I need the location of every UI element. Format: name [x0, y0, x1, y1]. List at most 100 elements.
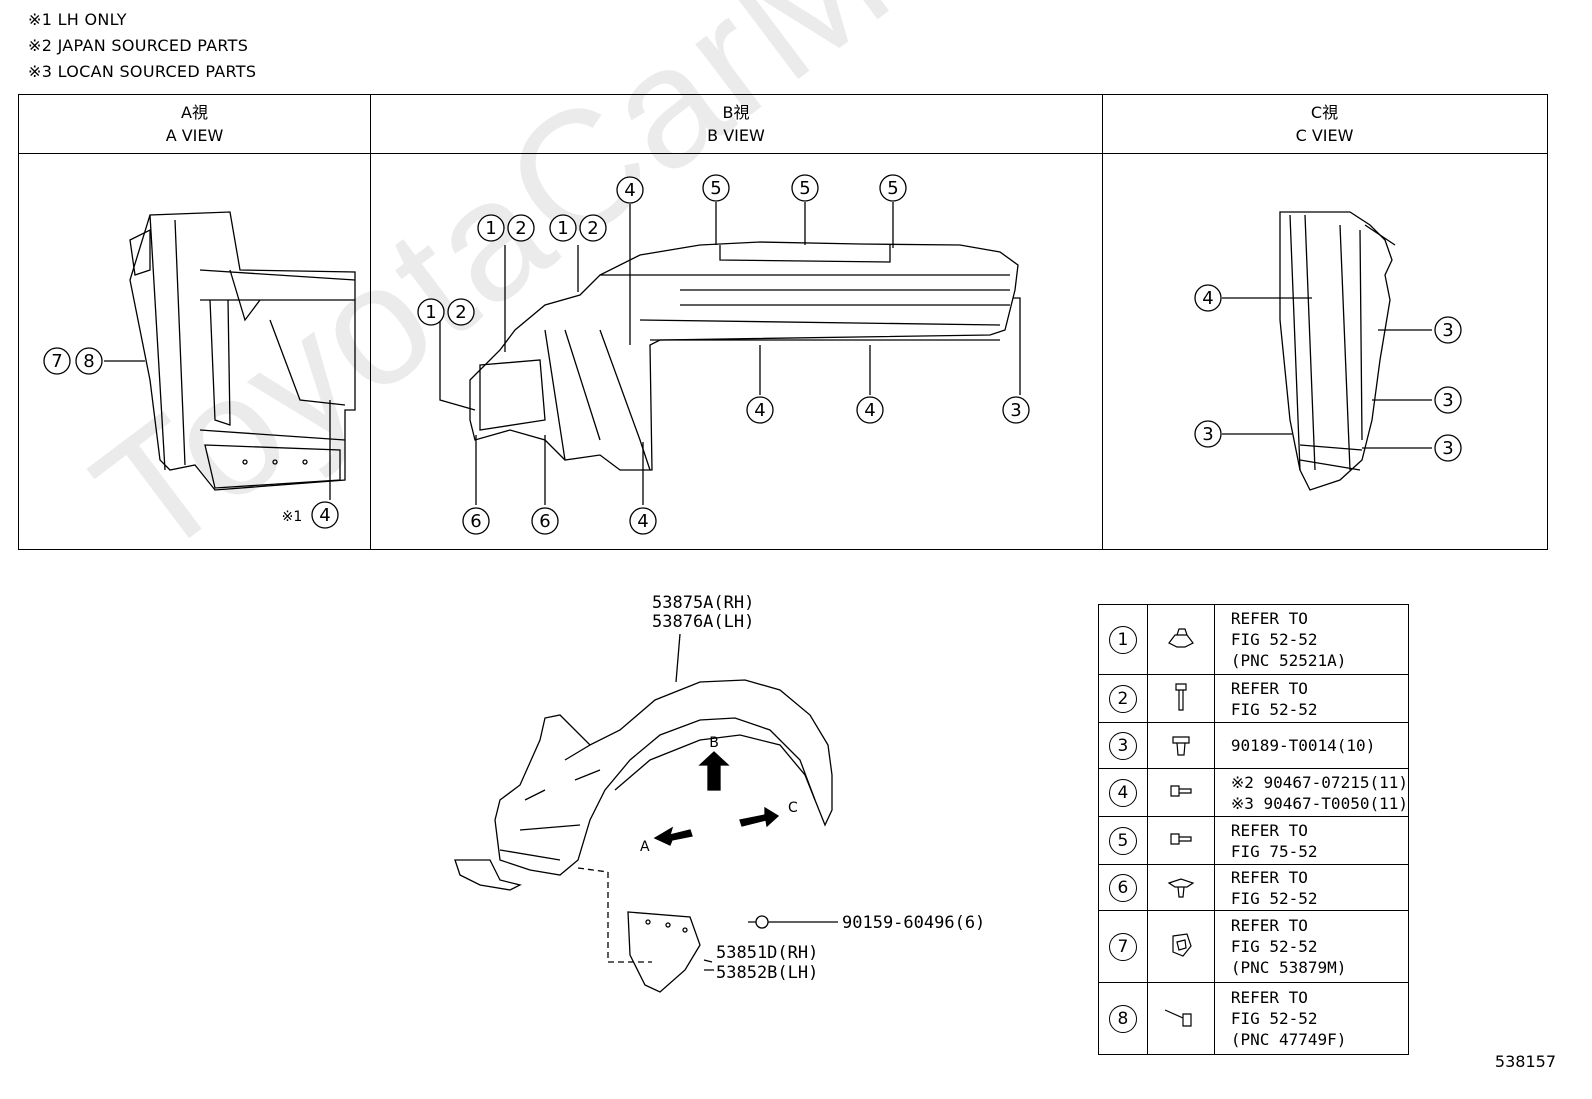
screw-part	[748, 915, 838, 929]
legend-row: 3 90189-T0014(10)	[1098, 722, 1410, 769]
legend-num: 8	[1108, 1004, 1137, 1033]
legend-line: FIG 52-52	[1230, 630, 1318, 649]
note-japan-sourced: ※2 JAPAN SOURCED PARTS	[28, 36, 249, 55]
callout-5-c: 5	[879, 174, 907, 202]
callout-3-view-c-r2: 3	[1434, 386, 1462, 414]
svg-text:4: 4	[1202, 288, 1213, 309]
part-liner-rh: 53875A(RH)	[652, 593, 754, 613]
callouts: 7 8 ※1 4 4 5 5 5 1 2 1 2 1 2 6 6 4 4 4 3…	[43, 174, 1462, 535]
svg-text:4: 4	[754, 400, 765, 421]
view-b-part	[469, 241, 1019, 471]
svg-text:1: 1	[425, 302, 436, 323]
push-clip-icon	[1172, 735, 1190, 756]
svg-text:3: 3	[1442, 438, 1453, 459]
legend-line: (PNC 52521A)	[1230, 651, 1347, 670]
svg-text:4: 4	[637, 511, 648, 532]
arrow-a-label: A	[640, 839, 650, 855]
legend-line: REFER TO	[1230, 820, 1308, 840]
part-flap-rh: 53851D(RH)	[716, 943, 818, 963]
callout-6-b: 6	[531, 507, 559, 535]
legend-line: FIG 52-52	[1230, 699, 1318, 719]
legend-line: ※3 90467-T0050(11)	[1230, 793, 1408, 813]
legend-num: 5	[1108, 826, 1137, 855]
legend-num: 2	[1108, 684, 1137, 713]
svg-text:2: 2	[455, 302, 466, 323]
legend-row: 1 REFER TO FIG 52-52 (PNC 52521A)	[1098, 604, 1410, 675]
callout-1-b: 1	[549, 214, 577, 242]
legend-row: 4 ※2 90467-07215(11)※3 90467-T0050(11)	[1098, 768, 1410, 817]
svg-text:4: 4	[864, 400, 875, 421]
legend-line: 90189-T0014(10)	[1230, 736, 1376, 755]
svg-text:4: 4	[319, 505, 330, 526]
callout-8: 8	[75, 347, 103, 375]
fender-liner-part	[454, 679, 833, 891]
svg-text:4: 4	[624, 180, 635, 201]
part-flap-lh: 53852B(LH)	[716, 963, 818, 983]
callout-1-a: 1	[477, 214, 505, 242]
legend-line: FIG 75-52	[1230, 841, 1318, 861]
legend-num: 6	[1108, 873, 1137, 902]
view-divider-1	[370, 95, 371, 549]
svg-text:5: 5	[887, 178, 898, 199]
mud-flap-part	[577, 867, 701, 993]
callout-2-b: 2	[579, 214, 607, 242]
view-c-jp: C視	[1310, 103, 1339, 122]
legend-line: FIG 52-52	[1230, 888, 1318, 908]
callout-7: 7	[43, 347, 71, 375]
legend-row: 8 REFER TO FIG 52-52 (PNC 47749F)	[1098, 982, 1410, 1055]
callout-3-b: 3	[1002, 396, 1030, 424]
svg-text:8: 8	[83, 351, 94, 372]
callout-4-view-a: 4	[311, 501, 339, 529]
header-divider	[19, 153, 1547, 154]
view-c-part	[1279, 211, 1396, 491]
svg-text:3: 3	[1010, 400, 1021, 421]
svg-text:6: 6	[470, 511, 481, 532]
svg-text:3: 3	[1442, 320, 1453, 341]
callout-4-e: 4	[856, 396, 884, 424]
legend-line: REFER TO	[1230, 867, 1308, 887]
arrow-c-label: C	[788, 800, 798, 816]
callout-4-c: 4	[629, 507, 657, 535]
legend-line: (PNC 47749F)	[1230, 1030, 1347, 1049]
part-liner-lh: 53876A(LH)	[652, 612, 754, 632]
push-clip-icon	[1167, 877, 1195, 898]
legend-num: 1	[1108, 625, 1137, 654]
note-mark-1: ※1	[282, 509, 303, 525]
view-a-header: A視 A VIEW	[19, 95, 370, 153]
legend-line: FIG 52-52	[1230, 1009, 1318, 1028]
legend-num: 7	[1108, 932, 1137, 961]
view-a-jp: A視	[181, 103, 208, 122]
callout-4-top: 4	[616, 176, 644, 204]
view-c-en: C VIEW	[1295, 126, 1354, 145]
legend-num: 3	[1108, 731, 1137, 760]
callout-3-view-c-r3: 3	[1434, 434, 1462, 462]
rivet-clip-icon	[1170, 784, 1192, 797]
legend-num: 4	[1108, 778, 1137, 807]
legend-line: (PNC 53879M)	[1230, 958, 1347, 977]
svg-text:5: 5	[710, 178, 721, 199]
callout-5-b: 5	[791, 174, 819, 202]
callout-2-a: 2	[507, 214, 535, 242]
rivet-clip-icon	[1170, 832, 1192, 845]
note-locan-sourced: ※3 LOCAN SOURCED PARTS	[28, 62, 257, 81]
view-c-header: C視 C VIEW	[1102, 95, 1547, 153]
legend-line: REFER TO	[1230, 609, 1308, 628]
legend-line: REFER TO	[1230, 988, 1308, 1007]
callout-1-c: 1	[417, 298, 445, 326]
view-a-part	[129, 211, 356, 491]
callout-3-view-c-r1: 3	[1434, 316, 1462, 344]
callout-2-c: 2	[447, 298, 475, 326]
callout-4-d: 4	[746, 396, 774, 424]
svg-text:6: 6	[539, 511, 550, 532]
svg-text:7: 7	[51, 351, 62, 372]
svg-text:3: 3	[1202, 424, 1213, 445]
bolt-icon	[1164, 1008, 1192, 1027]
view-divider-2	[1102, 95, 1103, 549]
callout-4-view-c: 4	[1194, 284, 1222, 312]
clip-nut-icon	[1167, 627, 1194, 648]
